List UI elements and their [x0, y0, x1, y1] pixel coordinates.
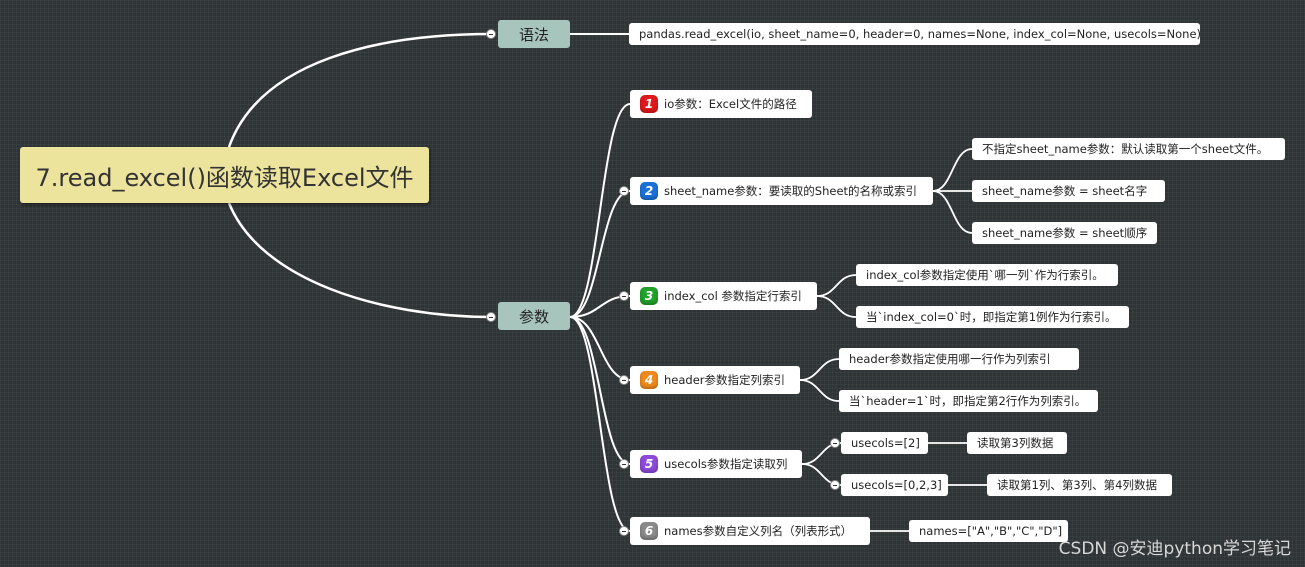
- branch-syntax[interactable]: 语法: [498, 20, 570, 48]
- number-3-icon: 3: [640, 287, 658, 305]
- collapse-toggle-icon[interactable]: [830, 438, 840, 448]
- collapse-toggle-icon[interactable]: [619, 526, 629, 536]
- param-label: io参数：Excel文件的路径: [664, 97, 797, 111]
- connector-line: [816, 274, 857, 297]
- detail-item[interactable]: 读取第1列、第3列、第4列数据: [987, 474, 1172, 496]
- usecols-example[interactable]: usecols=[2]: [841, 432, 928, 454]
- branch-params[interactable]: 参数: [498, 302, 570, 330]
- detail-item[interactable]: header参数指定使用哪一行作为列索引: [839, 348, 1079, 370]
- param-label: usecols参数指定读取列: [664, 457, 788, 471]
- param-usecols[interactable]: 5 usecols参数指定读取列: [630, 450, 802, 478]
- detail-item[interactable]: 不指定sheet_name参数：默认读取第一个sheet文件。: [972, 138, 1285, 160]
- param-index-col[interactable]: 3 index_col 参数指定行索引: [630, 282, 817, 310]
- connector-line: [799, 358, 840, 381]
- connector-line: [932, 190, 973, 234]
- connector-line: [569, 190, 631, 318]
- usecols-example[interactable]: usecols=[0,2,3]: [841, 474, 948, 496]
- connector-line: [227, 202, 493, 319]
- param-names[interactable]: 6 names参数自定义列名（列表形式）: [630, 517, 870, 545]
- connector-line: [932, 148, 973, 192]
- number-5-icon: 5: [640, 455, 658, 473]
- detail-item[interactable]: sheet_name参数 = sheet顺序: [972, 222, 1157, 244]
- collapse-toggle-icon[interactable]: [619, 186, 629, 196]
- number-4-icon: 4: [640, 371, 658, 389]
- collapse-toggle-icon[interactable]: [830, 480, 840, 490]
- param-label: index_col 参数指定行索引: [664, 289, 802, 303]
- detail-item[interactable]: 读取第3列数据: [967, 432, 1067, 454]
- connector-line: [227, 32, 493, 148]
- number-6-icon: 6: [640, 522, 658, 540]
- detail-item[interactable]: 当`header=1`时，即指定第2行作为列索引。: [839, 390, 1098, 412]
- collapse-toggle-icon[interactable]: [486, 312, 496, 322]
- watermark: CSDN @安迪python学习笔记: [1058, 539, 1291, 559]
- param-header[interactable]: 4 header参数指定列索引: [630, 366, 800, 394]
- param-label: sheet_name参数：要读取的Sheet的名称或索引: [664, 184, 918, 198]
- param-sheet-name[interactable]: 2 sheet_name参数：要读取的Sheet的名称或索引: [630, 177, 933, 205]
- param-label: names参数自定义列名（列表形式）: [664, 524, 853, 538]
- detail-item[interactable]: index_col参数指定使用`哪一列`作为行索引。: [856, 264, 1118, 286]
- connector-line: [569, 316, 631, 465]
- connector-line: [569, 103, 631, 318]
- connector-line: [569, 316, 631, 532]
- collapse-toggle-icon[interactable]: [486, 29, 496, 39]
- detail-item[interactable]: sheet_name参数 = sheet名字: [972, 180, 1165, 202]
- param-io[interactable]: 1 io参数：Excel文件的路径: [630, 90, 812, 118]
- detail-item[interactable]: 当`index_col=0`时，即指定第1例作为行索引。: [856, 306, 1129, 328]
- collapse-toggle-icon[interactable]: [619, 459, 629, 469]
- number-1-icon: 1: [640, 95, 658, 113]
- collapse-toggle-icon[interactable]: [619, 375, 629, 385]
- param-label: header参数指定列索引: [664, 373, 786, 387]
- syntax-signature[interactable]: pandas.read_excel(io, sheet_name=0, head…: [629, 23, 1201, 45]
- detail-item[interactable]: names=["A","B","C","D"]: [909, 520, 1068, 542]
- connector-line: [799, 379, 840, 402]
- connector-line: [816, 295, 857, 318]
- root-topic[interactable]: 7.read_excel()函数读取Excel文件: [20, 147, 429, 203]
- number-2-icon: 2: [640, 182, 658, 200]
- collapse-toggle-icon[interactable]: [619, 291, 629, 301]
